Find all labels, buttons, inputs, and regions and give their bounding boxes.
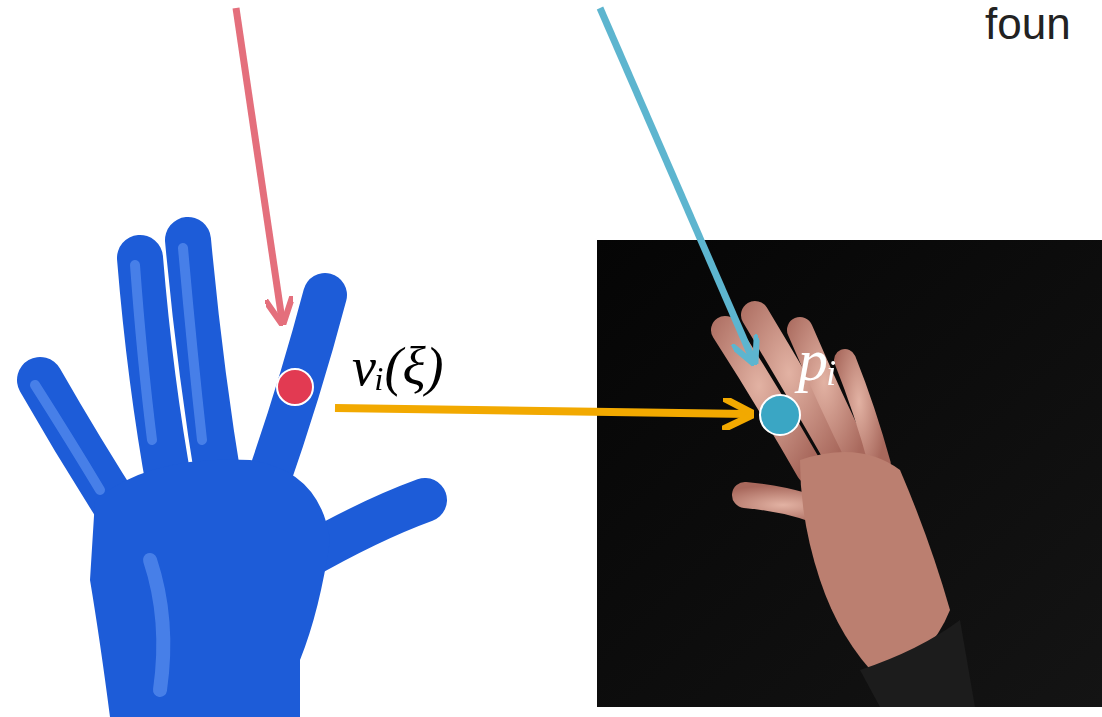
vertex-label: vᵢ(ξ)	[352, 340, 444, 394]
pointer-arrow	[600, 8, 753, 360]
heading-fragment: foun	[985, 2, 1071, 46]
hand-photo	[597, 240, 1102, 707]
hand-model	[35, 240, 425, 717]
pointer-arrow	[236, 8, 282, 320]
point-label: pᵢ	[798, 330, 838, 390]
correspondence-arrow	[335, 408, 748, 414]
